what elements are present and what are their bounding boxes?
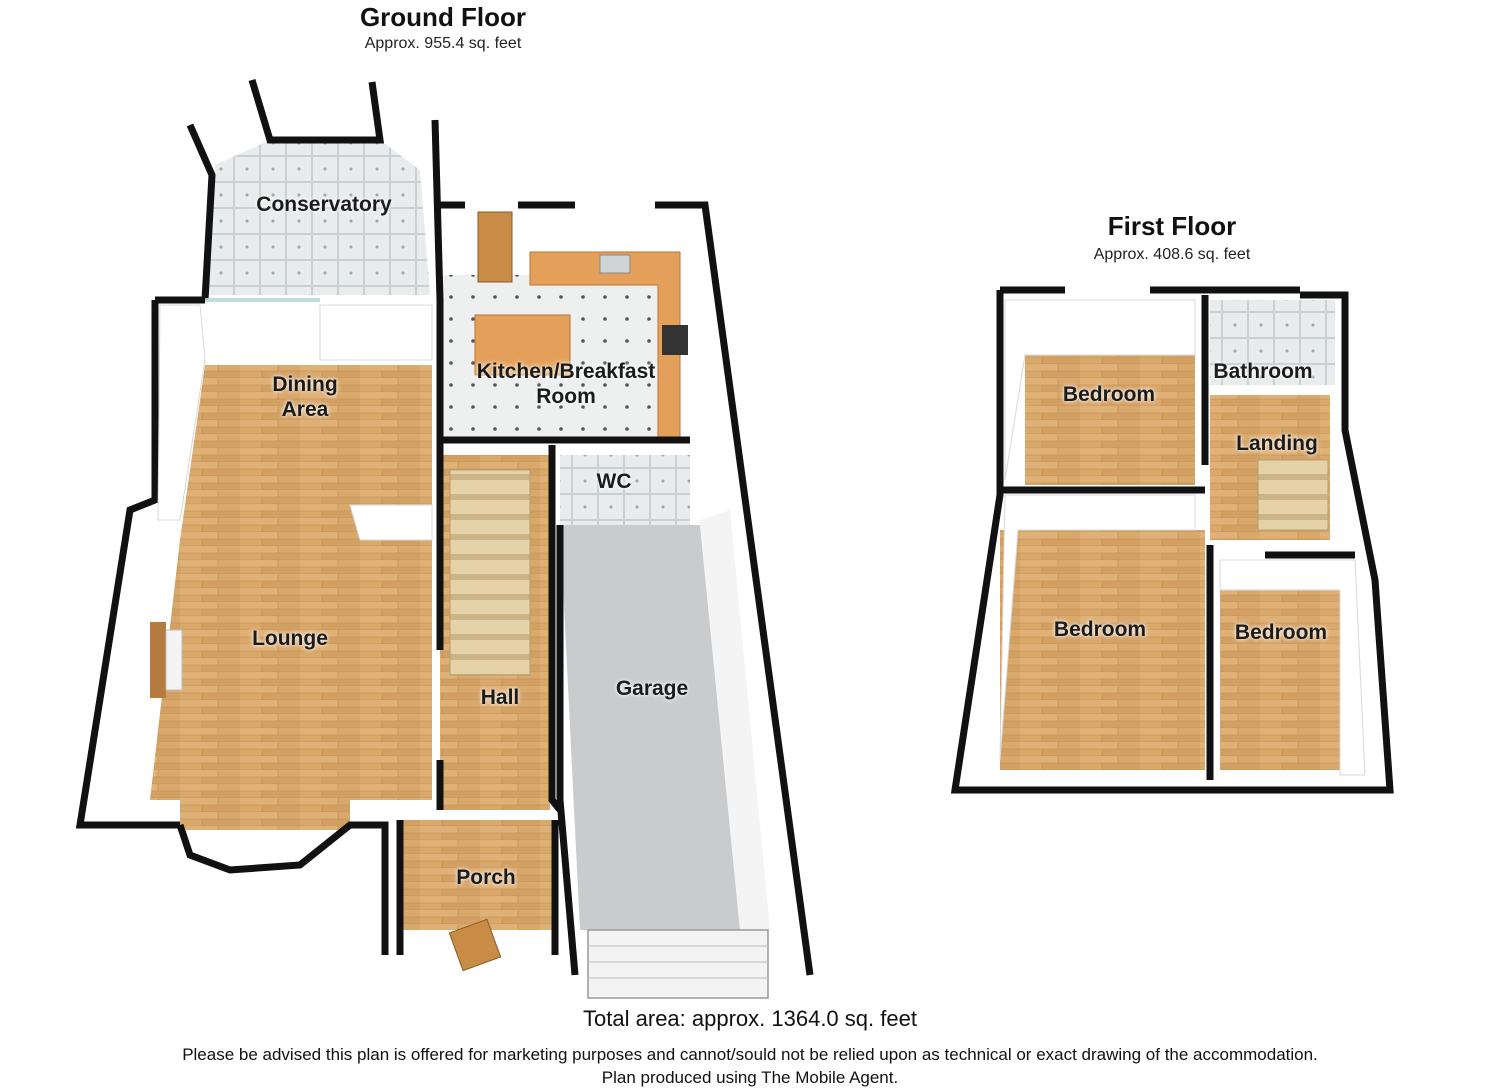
conservatory-floor [205, 140, 430, 295]
ground-floor-title: Ground Floor [359, 2, 527, 32]
room-label-porch: Porch [456, 866, 516, 889]
kitchen-island [474, 314, 571, 376]
room-label-bathroom: Bathroom [1213, 360, 1313, 383]
room-label-wc: WC [596, 470, 632, 493]
kitchen-back-door [477, 211, 513, 283]
room-label-lounge: Lounge [252, 627, 328, 650]
room-label-bedroom-top: Bedroom [1062, 383, 1156, 406]
lounge-floor [150, 365, 432, 830]
room-label-garage: Garage [615, 677, 689, 700]
ground-floor-area: Approx. 955.4 sq. feet [364, 35, 522, 52]
credit: Plan produced using The Mobile Agent. [601, 1068, 899, 1087]
hob [662, 325, 688, 355]
first-floor-area: Approx. 408.6 sq. feet [1093, 246, 1251, 263]
landing-stairs [1257, 459, 1329, 531]
room-label-bedroom-small: Bedroom [1234, 621, 1328, 644]
disclaimer: Please be advised this plan is offered f… [182, 1045, 1318, 1064]
garage-door [587, 929, 769, 999]
room-label-bedroom-main: Bedroom [1053, 618, 1147, 641]
first-floor-title: First Floor [1107, 211, 1237, 241]
front-door [448, 918, 502, 972]
staircase [449, 469, 531, 676]
porch-floor [400, 820, 555, 930]
room-label-landing: Landing [1236, 432, 1318, 455]
bedroom-main-floor [1000, 530, 1205, 770]
bedroom-small-floor [1220, 590, 1340, 770]
fireplace [150, 622, 166, 698]
total-area: Total area: approx. 1364.0 sq. feet [583, 1006, 917, 1031]
sink [599, 254, 631, 274]
bedroom-top-floor [1025, 355, 1195, 485]
room-label-hall: Hall [480, 686, 520, 709]
garage-floor [560, 525, 740, 930]
room-label-conservatory: Conservatory [256, 193, 392, 216]
bathroom-floor [1210, 300, 1335, 385]
wc-floor [560, 455, 690, 525]
